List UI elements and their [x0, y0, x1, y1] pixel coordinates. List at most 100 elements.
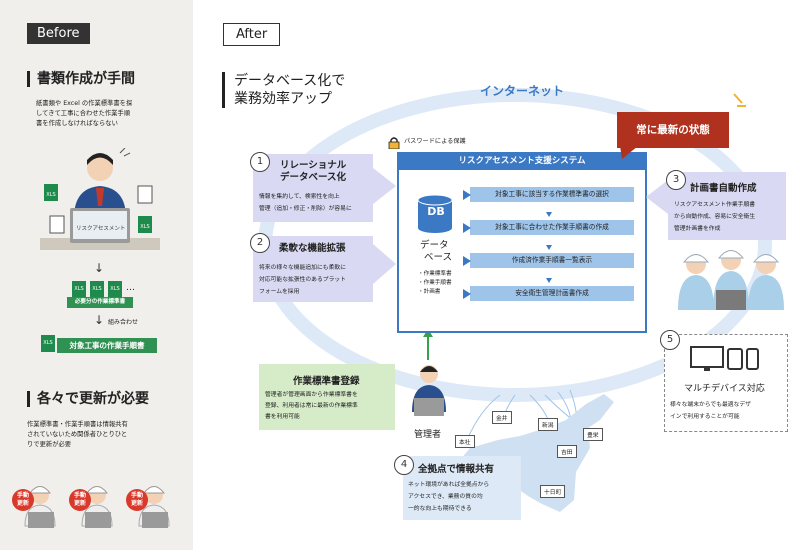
desc-line: 書を利用可能	[265, 414, 300, 420]
feature-5-desc: 様々な端末からでも最適なデザ インで利用することが可能	[670, 399, 751, 423]
feature-2-desc: 将来の様々な機能追加にも柔軟に 対応可能な拡張性のあるプラット フォームを採用	[259, 262, 346, 298]
desc-line: りで更新が必要	[27, 441, 72, 448]
multi-device-icon	[690, 346, 762, 376]
feature-3-number: 3	[666, 170, 686, 190]
xls-icon: XLS	[72, 281, 86, 298]
password-label: パスワードによる保護	[404, 138, 466, 145]
db-item: ・計画書	[418, 289, 441, 295]
admin-label: 管理者	[414, 430, 442, 440]
after-headline: データベース化で 業務効率アップ	[222, 72, 345, 108]
feature-4-number: 4	[394, 455, 414, 475]
feature-2-number: 2	[250, 233, 270, 253]
after-tag: After	[223, 23, 281, 46]
desc-line: 管理者が管理画面から作業標準書を	[265, 392, 358, 398]
process-step-1: 対象工事に該当する作業標準書の選択	[470, 187, 634, 202]
desc-line: 対応可能な拡張性のあるプラット	[259, 277, 346, 283]
city-label-niigata: 新潟	[538, 418, 558, 431]
desc-line: 書を作成しなければならない	[36, 120, 118, 127]
desc-line: されていないため関係者ひとりひと	[27, 431, 128, 438]
city-label-honsha: 本社	[455, 435, 475, 448]
before-tag: Before	[27, 23, 90, 44]
down-arrow-icon: ↓	[94, 313, 105, 327]
process-step-3: 作成済作業手順書一覧表示	[470, 253, 634, 268]
desc-line: リスクアセスメント作業手順書	[674, 202, 756, 208]
svg-text:XLS: XLS	[140, 224, 149, 230]
db-items: ・作業標準書 ・作業手順書 ・計画書	[418, 270, 452, 297]
combine-label: 組み合わせ	[108, 319, 139, 326]
db-label: DB	[427, 205, 445, 218]
desc-line: から自動作成、容易に安全衛生	[674, 214, 756, 220]
registration-desc: 管理者が管理画面から作業標準書を 登録、利用者は常に最新の作業標準 書を利用可能	[265, 390, 358, 423]
badge-line: 手動	[16, 492, 29, 499]
badge-line: 手動	[73, 492, 86, 499]
desc-line: 情報を集約して、検索性を向上	[259, 194, 340, 200]
city-label-tokamachi: 十日町	[540, 485, 566, 498]
feature-4-desc: ネット環境があれば全拠点から アクセスでき、業務の質の均 一的な向上も期待できる	[408, 479, 489, 515]
workers-illustration	[678, 250, 784, 310]
manual-update-badge: 手動更新	[12, 489, 34, 511]
system-title: リスクアセスメント支援システム	[397, 152, 647, 170]
desc-line: してきて工事に合わせた作業手順	[36, 110, 131, 117]
desc-line: フォームを採用	[259, 289, 300, 295]
admin-avatar	[412, 365, 446, 416]
feature-4-box	[403, 456, 521, 520]
db-item: ・作業標準書	[418, 271, 452, 277]
feature-1-number: 1	[250, 152, 270, 172]
before-panel: Before 書類作成が手間 紙書類や Excel の作業標準書を探 してきて工…	[0, 0, 193, 550]
process-step-4: 安全衛生管理計画書作成	[470, 286, 634, 301]
feature-3-arrow	[646, 180, 668, 214]
feature-1-box	[253, 154, 373, 222]
desc-line: 将来の様々な機能追加にも柔軟に	[259, 265, 346, 271]
feature-5-title: マルチデバイス対応	[684, 384, 765, 394]
feature-1-desc: 情報を集約して、検索性を向上 管理（追加・修正・削除）が容易に	[259, 191, 352, 215]
desc-line: 様々な端末からでも最適なデザ	[670, 402, 751, 408]
headline-line: データベース化で	[234, 73, 346, 89]
latest-state-badge: 常に最新の状態	[617, 112, 729, 148]
desc-line: 登録、利用者は常に最新の作業標準	[265, 403, 358, 409]
title-line: リレーショナル	[280, 160, 347, 171]
db-item: ・作業手順書	[418, 280, 452, 286]
feature-2-title: 柔軟な機能拡張	[279, 243, 346, 254]
database-icon	[416, 194, 454, 238]
xls-icon: XLS	[44, 184, 58, 201]
necessary-docs-label: 必要分の作業標準書	[67, 297, 133, 308]
feature-4-title: 全拠点で情報共有	[418, 464, 495, 475]
ellipsis: …	[126, 283, 135, 293]
city-label-yoshida: 吉田	[557, 445, 577, 458]
process-step-2: 対象工事に合わせた作業手順書の作成	[470, 220, 634, 235]
title-line: データベース化	[280, 172, 347, 183]
desc-line: 紙書類や Excel の作業標準書を探	[36, 100, 133, 107]
xls-icon: XLS	[90, 281, 104, 298]
internet-label: インターネット	[480, 84, 565, 98]
feature-3-box	[668, 172, 786, 240]
badge-line: 更新	[73, 500, 86, 507]
desc-line: 管理計画書を作成	[674, 226, 721, 232]
db-text-line: ベース	[424, 252, 453, 263]
before-desc-1: 紙書類や Excel の作業標準書を探 してきて工事に合わせた作業手順 書を作成…	[36, 99, 132, 129]
db-text: データ ベース	[420, 240, 452, 264]
feature-3-desc: リスクアセスメント作業手順書 から自動作成、容易に安全衛生 管理計画書を作成	[674, 199, 755, 235]
feature-2-pointer	[373, 244, 396, 284]
down-arrow-icon: ↓	[94, 261, 105, 275]
xls-icon: XLS	[138, 216, 152, 233]
before-heading-2: 各々で更新が必要	[27, 391, 149, 407]
result-doc-label: 対象工事の作業手順書	[57, 338, 157, 353]
document-icon	[49, 215, 65, 234]
desc-line: アクセスでき、業務の質の均	[408, 494, 483, 500]
badge-line: 手動	[130, 492, 143, 499]
process-arrows	[463, 190, 552, 299]
badge-line: 更新	[16, 500, 29, 507]
headline-line: 業務効率アップ	[234, 91, 332, 107]
manual-update-badge: 手動更新	[126, 489, 148, 511]
badge-line: 更新	[130, 500, 143, 507]
svg-text:XLS: XLS	[46, 192, 55, 198]
registration-box	[259, 364, 395, 430]
xls-icon: XLS	[108, 281, 122, 298]
monitor-label: リスクアセスメント	[76, 226, 126, 232]
registration-title: 作業標準書登録	[293, 376, 360, 387]
manual-update-badge: 手動更新	[69, 489, 91, 511]
before-desc-2: 作業標準書・作業手順書は情報共有 されていないため関係者ひとりひと りで更新が必…	[27, 420, 128, 450]
feature-5-box	[664, 334, 788, 432]
system-box	[397, 153, 647, 333]
lock-icon	[388, 134, 400, 150]
